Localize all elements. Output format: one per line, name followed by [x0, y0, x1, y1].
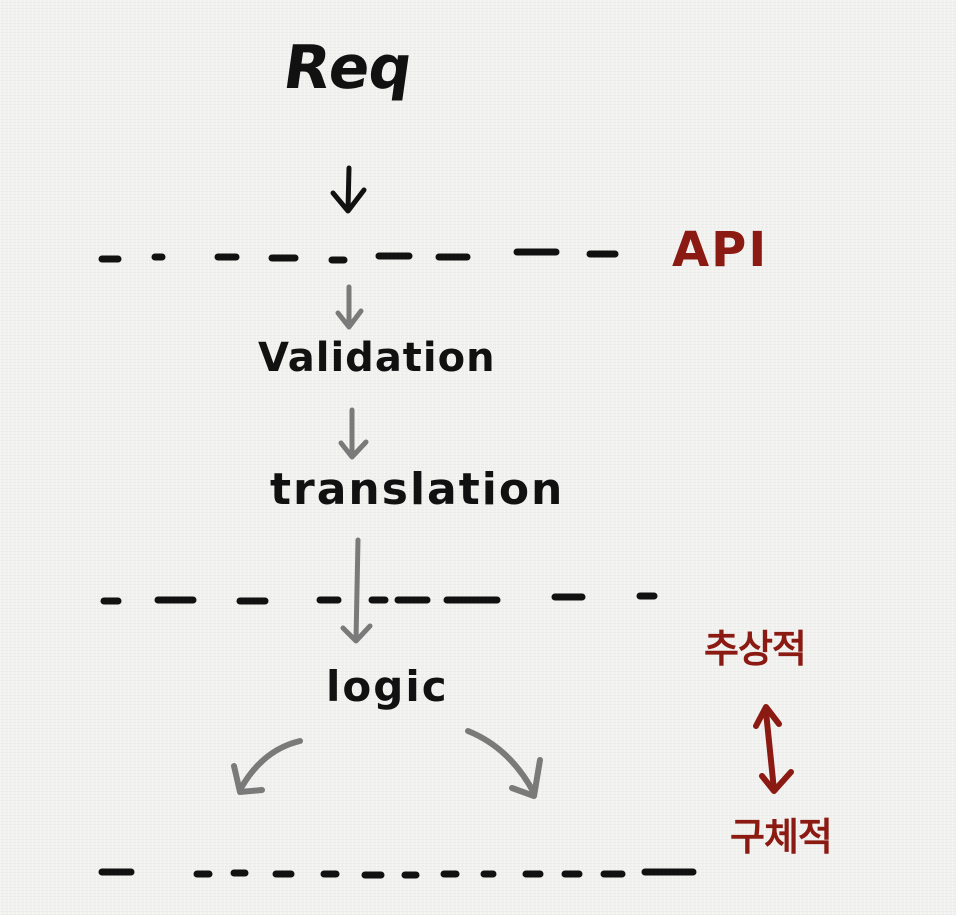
curved-arrow-right-icon	[465, 728, 543, 799]
arrow-down-icon	[338, 407, 369, 460]
arrow-down-icon	[330, 165, 367, 214]
request-label: Req	[279, 33, 416, 103]
curved-arrow-left-icon	[231, 738, 303, 795]
double-arrow-icon	[753, 704, 794, 794]
arrow-down-icon	[340, 537, 373, 644]
api-boundary-line	[98, 248, 619, 264]
layer-boundary-line	[100, 592, 658, 605]
arrow-down-icon	[335, 284, 364, 330]
abstract-label: 추상적	[704, 627, 807, 671]
logic-step: logic	[326, 662, 449, 711]
layer-boundary-line	[98, 868, 697, 879]
api-label: API	[672, 222, 769, 278]
validation-step: Validation	[258, 335, 496, 381]
translation-step: translation	[270, 464, 565, 515]
concrete-label: 구체적	[730, 815, 833, 859]
